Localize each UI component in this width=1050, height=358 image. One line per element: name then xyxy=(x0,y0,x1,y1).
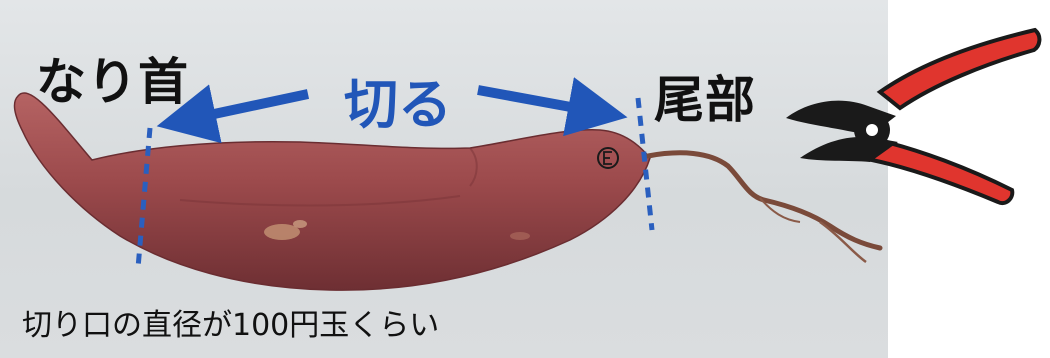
skin-blemish xyxy=(510,232,530,240)
label-neck: なり首 xyxy=(36,42,189,114)
label-tail: 尾部 xyxy=(654,60,756,132)
pruning-shears-icon xyxy=(786,30,1039,203)
skin-blemish xyxy=(293,220,307,228)
arrow-right xyxy=(478,90,598,112)
shears-pivot-hole xyxy=(866,124,878,136)
caption: 切り口の直径が100円玉くらい xyxy=(22,300,439,344)
shears-handle-top xyxy=(880,30,1039,108)
arrow-left xyxy=(186,94,308,120)
label-cut: 切る xyxy=(344,60,452,139)
sweet-potato xyxy=(15,93,650,290)
shears-handle-bottom xyxy=(872,140,1012,203)
potato-root xyxy=(648,153,880,248)
